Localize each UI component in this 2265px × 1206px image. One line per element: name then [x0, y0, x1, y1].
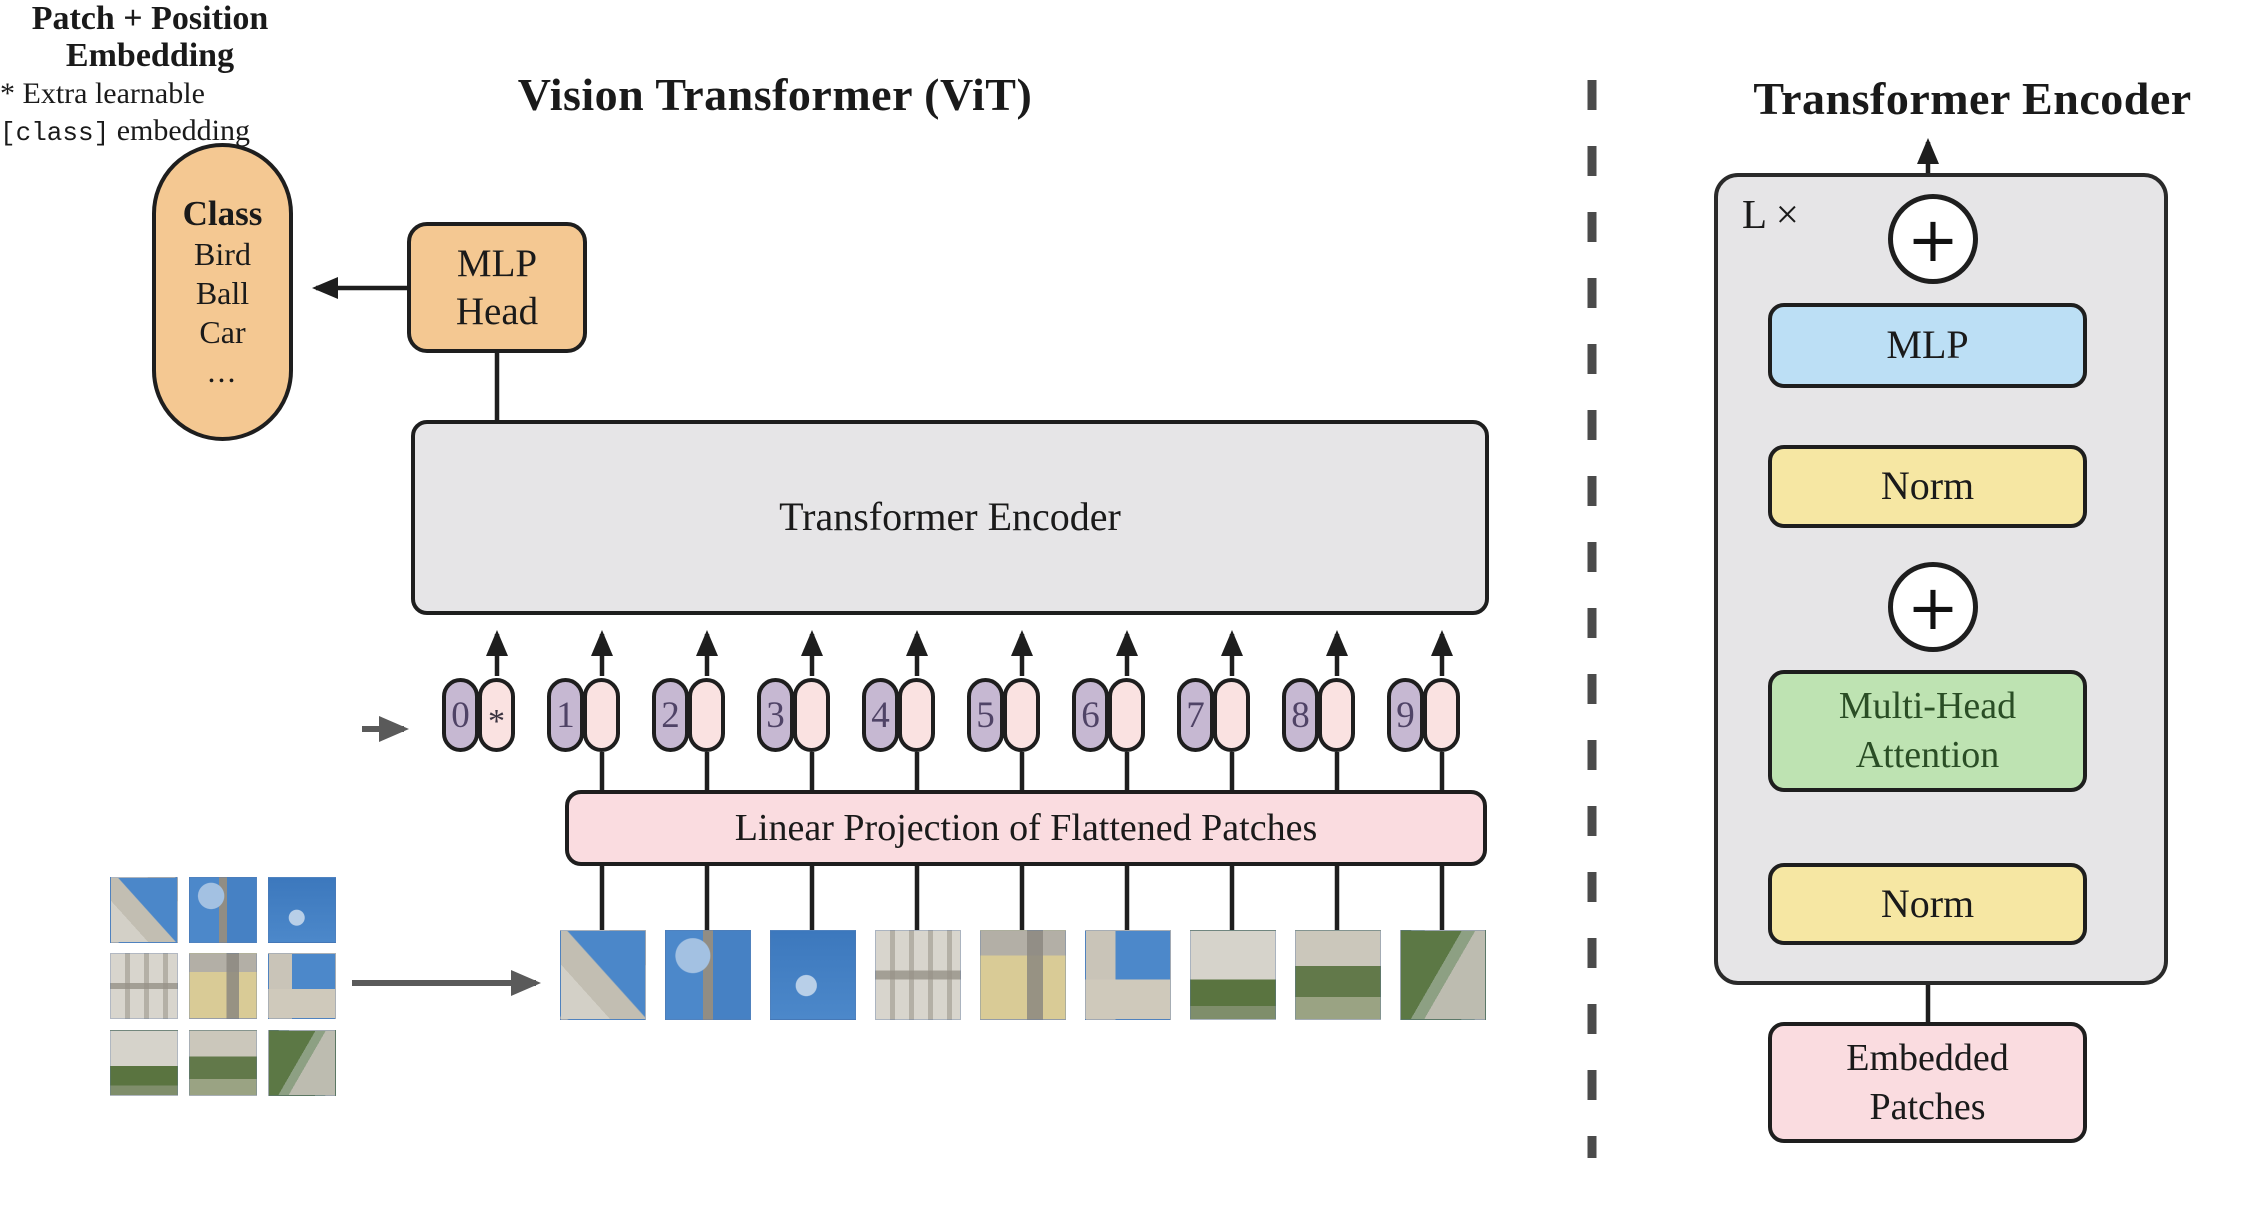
patch-embedding-pill — [793, 678, 830, 752]
input-image-cell — [268, 1030, 336, 1096]
norm-block-top: Norm — [1768, 445, 2087, 528]
footnote-line1: * Extra learnable — [0, 76, 205, 110]
class-output-bubble: Class Bird Ball Car ... — [152, 143, 293, 441]
embedded-line2: Patches — [1869, 1085, 1986, 1128]
token-pair-7: 7 — [1177, 678, 1287, 752]
class-marker: * — [488, 703, 505, 740]
mlp-block: MLP — [1768, 303, 2087, 388]
mlp-head-line1: MLP — [456, 241, 538, 285]
input-image-cell — [189, 877, 257, 943]
token-pair-4: 4 — [862, 678, 972, 752]
position-pill: 9 — [1387, 678, 1424, 752]
linear-projection-label: Linear Projection of Flattened Patches — [734, 806, 1318, 849]
patch-embedding-pill — [1423, 678, 1460, 752]
right-panel-title: Transformer Encoder — [1753, 73, 2192, 124]
flattened-patch — [770, 930, 856, 1020]
footnote-line2-rest: embedding — [109, 114, 251, 148]
position-pill: 1 — [547, 678, 584, 752]
patch-position-line2: Embedding — [65, 37, 235, 75]
transformer-encoder-bar-label: Transformer Encoder — [779, 494, 1121, 540]
embedded-line1: Embedded — [1846, 1036, 2009, 1079]
norm-block-bottom: Norm — [1768, 863, 2087, 945]
flattened-patch — [980, 930, 1066, 1020]
transformer-encoder-bar: Transformer Encoder — [411, 420, 1489, 615]
embedded-patches-block: Embedded Patches — [1768, 1022, 2087, 1143]
class-item-ellipsis: ... — [207, 353, 238, 390]
flattened-patch — [560, 930, 646, 1020]
class-heading: Class — [182, 193, 263, 233]
flattened-patch — [665, 930, 751, 1020]
left-panel-title: Vision Transformer (ViT) — [517, 69, 1033, 120]
mlp-head-line2: Head — [455, 289, 539, 333]
patch-embedding-pill — [1108, 678, 1145, 752]
token-pair-6: 6 — [1072, 678, 1182, 752]
position-pill: 3 — [757, 678, 794, 752]
patch-embedding-pill — [1213, 678, 1250, 752]
flattened-patch — [875, 930, 961, 1020]
flattened-patch — [1295, 930, 1381, 1020]
flattened-patch — [1190, 930, 1276, 1020]
class-token-code: [class] — [0, 118, 110, 149]
input-image-cell — [268, 953, 336, 1019]
patch-position-line1: Patch + Position — [31, 0, 269, 37]
token-pair-2: 2 — [652, 678, 762, 752]
patch-embedding-pill — [898, 678, 935, 752]
position-pill: 5 — [967, 678, 1004, 752]
position-pill: 7 — [1177, 678, 1214, 752]
patch-embedding-pill — [1003, 678, 1040, 752]
position-pill: 4 — [862, 678, 899, 752]
linear-projection-bar: Linear Projection of Flattened Patches — [565, 790, 1487, 866]
position-pill: 6 — [1072, 678, 1109, 752]
flattened-patch — [1400, 930, 1486, 1020]
class-item: Ball — [195, 275, 250, 312]
token-pair-3: 3 — [757, 678, 867, 752]
token-pair-5: 5 — [967, 678, 1077, 752]
patch-embedding-pill — [583, 678, 620, 752]
class-embedding-pill: * — [478, 678, 515, 752]
layer-repeat-label: L × — [1742, 191, 1799, 237]
mlp-head-box: MLP Head — [407, 222, 587, 353]
input-image-cell — [110, 953, 178, 1019]
patch-embedding-pill — [688, 678, 725, 752]
mlp-block-label: MLP — [1886, 322, 1969, 368]
input-image-cell — [189, 953, 257, 1019]
residual-add-icon: + — [1888, 562, 1978, 652]
norm-top-label: Norm — [1880, 463, 1975, 509]
class-item: Car — [199, 314, 246, 351]
token-pair-0: 0 * — [442, 678, 552, 752]
position-pill: 2 — [652, 678, 689, 752]
multi-head-attention-block: Multi-Head Attention — [1768, 670, 2087, 792]
token-pair-9: 9 — [1387, 678, 1497, 752]
norm-bottom-label: Norm — [1880, 880, 1975, 926]
patch-position-embedding-label: Patch + Position Embedding — [0, 0, 300, 75]
position-pill: 0 — [442, 678, 479, 752]
input-image-cell — [110, 1030, 178, 1096]
input-image-cell — [189, 1030, 257, 1096]
residual-add-icon: + — [1888, 194, 1978, 284]
attention-line2: Attention — [1855, 734, 2000, 776]
input-image-cell — [268, 877, 336, 943]
input-image-cell — [110, 877, 178, 943]
position-pill: 8 — [1282, 678, 1319, 752]
footnote-line2: [class] embedding — [0, 112, 330, 150]
class-item: Bird — [194, 236, 251, 273]
class-embedding-footnote: * Extra learnable [class] embedding — [0, 75, 330, 150]
attention-line1: Multi-Head — [1838, 685, 2017, 728]
token-pair-1: 1 — [547, 678, 657, 752]
token-pair-8: 8 — [1282, 678, 1392, 752]
flattened-patch — [1085, 930, 1171, 1020]
patch-embedding-pill — [1318, 678, 1355, 752]
